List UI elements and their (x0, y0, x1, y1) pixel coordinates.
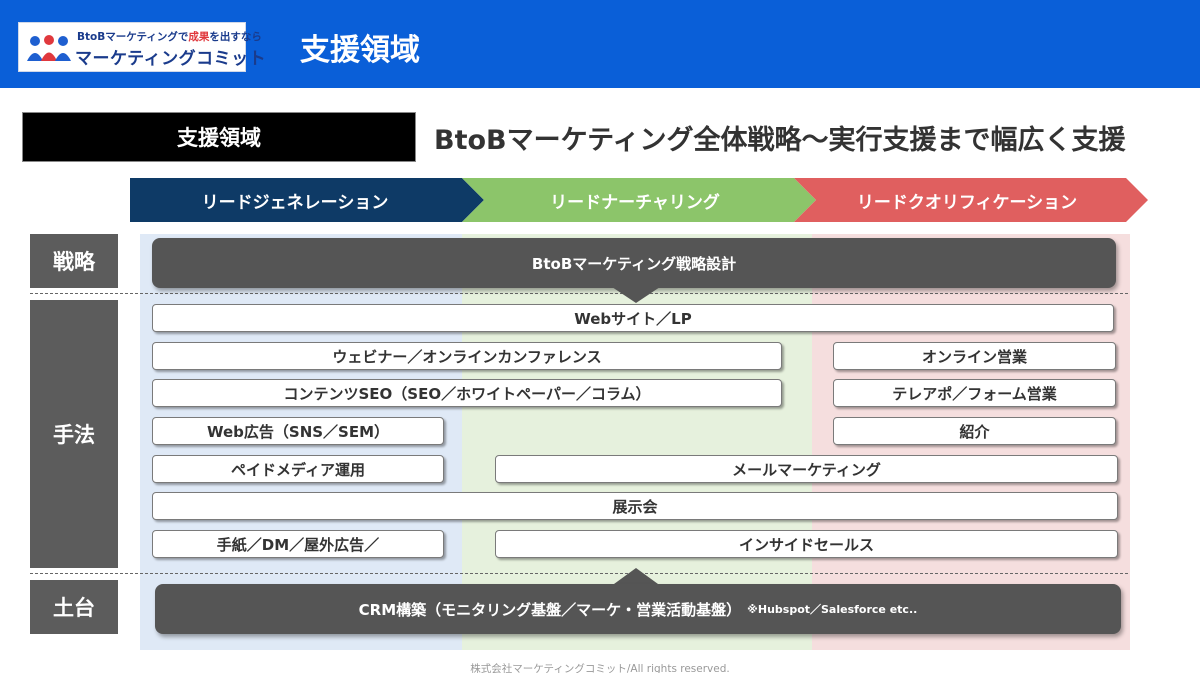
method-web-ads: Web広告（SNS／SEM） (152, 417, 444, 445)
method-webinar: ウェビナー／オンラインカンファレンス (152, 342, 782, 370)
foundation-note: ※Hubspot／Salesforce etc.. (747, 603, 918, 616)
method-web-site-lp: Webサイト／LP (152, 304, 1114, 332)
foundation-pointer (614, 568, 658, 584)
phase-arrows (130, 178, 1148, 222)
headline: BtoBマーケティング全体戦略〜実行支援まで幅広く支援 (434, 125, 1126, 156)
method-teleapo: テレアポ／フォーム営業 (833, 379, 1116, 407)
row-label-strategy: 戦略 (30, 234, 118, 288)
method-referral: 紹介 (833, 417, 1116, 445)
copyright-footer: 株式会社マーケティングコミット/All rights reserved. (470, 663, 730, 673)
divider-methods-foundation (30, 573, 1128, 574)
company-logo[interactable]: BtoBマーケティングで成果を出すなら マーケティングコミット (18, 22, 266, 72)
section-label: 支援領域 (22, 112, 416, 162)
method-online-sales: オンライン営業 (833, 342, 1116, 370)
strategy-pointer (612, 287, 660, 303)
logo-name: マーケティングコミット (75, 49, 267, 69)
page-title: 支援領域 (300, 33, 420, 68)
phase-label-qualification: リードクオリフィケーション (856, 193, 1078, 213)
header-bar: BtoBマーケティングで成果を出すなら マーケティングコミット 支援領域 (0, 0, 1200, 88)
method-content-seo: コンテンツSEO（SEO／ホワイトペーパー／コラム） (152, 379, 782, 407)
phase-label-generation: リードジェネレーション (201, 193, 389, 213)
people-logo-icon (27, 35, 71, 61)
row-label-methods: 手法 (30, 300, 118, 568)
foundation-main-text: CRM構築（モニタリング基盤／マーケ・営業活動基盤） (358, 600, 742, 619)
row-label-foundation: 土台 (30, 580, 118, 634)
phase-label-nurturing: リードナーチャリング (550, 193, 720, 213)
foundation-bar: CRM構築（モニタリング基盤／マーケ・営業活動基盤） ※Hubspot／Sale… (155, 584, 1121, 634)
method-letters: 手紙／DM／屋外広告／ (152, 530, 444, 558)
logo-tagline: BtoBマーケティングで成果を出すなら (77, 31, 262, 43)
strategy-bar: BtoBマーケティング戦略設計 (152, 238, 1116, 288)
method-exhibition: 展示会 (152, 492, 1118, 520)
method-email-marketing: メールマーケティング (495, 455, 1118, 483)
phase-arrow-nurturing (462, 178, 816, 222)
method-inside-sales: インサイドセールス (495, 530, 1118, 558)
phase-arrow-qualification (794, 178, 1148, 222)
divider-strategy-methods (30, 293, 1128, 294)
method-paid-media: ペイドメディア運用 (152, 455, 444, 483)
phase-arrow-generation (130, 178, 484, 222)
